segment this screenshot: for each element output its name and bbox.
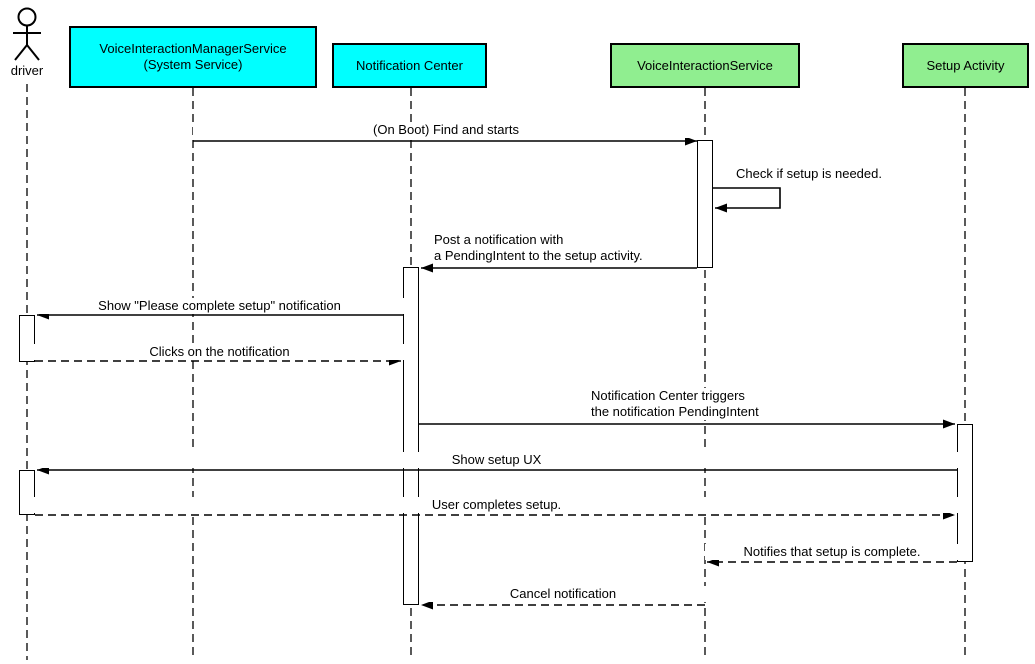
activation-bar-voiceinteractionservice <box>697 140 713 268</box>
message-label-show-complete-setup-notification: Show "Please complete setup" notificatio… <box>34 298 405 314</box>
participant-setup-activity: Setup Activity <box>902 43 1029 88</box>
message-label-notifies-setup-complete: Notifies that setup is complete. <box>705 544 959 560</box>
message-label-post-notification: Post a notification with a PendingIntent… <box>433 232 644 264</box>
activation-bar-driver-1 <box>19 315 35 362</box>
activation-bar-notification-center <box>403 267 419 605</box>
activation-bar-setup-activity <box>957 424 973 562</box>
message-label-show-setup-ux: Show setup UX <box>34 452 959 468</box>
message-label-triggers-pendingintent: Notification Center triggers the notific… <box>590 388 760 420</box>
participant-voiceinteractionmanagerservice: VoiceInteractionManagerService (System S… <box>69 26 317 88</box>
participant-notification-center: Notification Center <box>332 43 487 88</box>
message-label-clicks-on-notification: Clicks on the notification <box>34 344 405 360</box>
message-label-check-if-setup-is-needed: Check if setup is needed. <box>735 166 883 182</box>
message-label-on-boot-find-and-starts: (On Boot) Find and starts <box>193 122 699 138</box>
message-label-user-completes-setup: User completes setup. <box>34 497 959 513</box>
participant-label: VoiceInteractionManagerService (System S… <box>99 41 287 72</box>
participant-label: VoiceInteractionService <box>637 57 773 73</box>
participant-label: Notification Center <box>356 57 463 73</box>
participant-label: Setup Activity <box>926 57 1005 73</box>
message-label-cancel-notification: Cancel notification <box>419 586 707 602</box>
activation-bar-driver-2 <box>19 470 35 515</box>
actor-driver-label: driver <box>10 63 44 78</box>
participant-voiceinteractionservice: VoiceInteractionService <box>610 43 800 88</box>
